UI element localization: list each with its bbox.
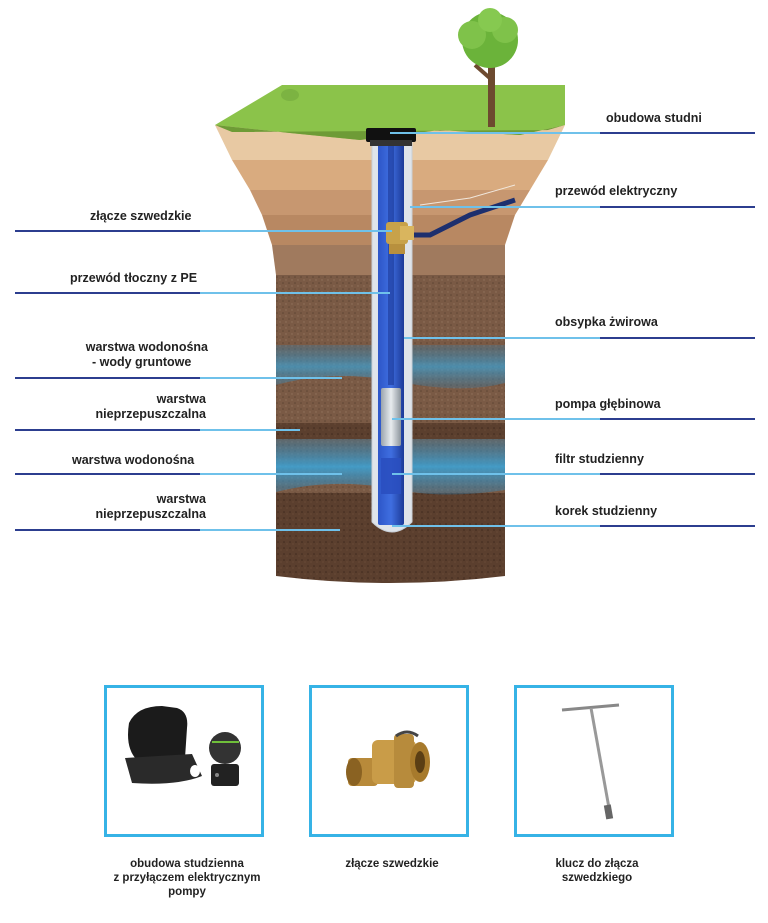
label-impermeable-2-line1: warstwa: [156, 492, 206, 506]
label-well-plug: korek studzienny: [555, 504, 658, 518]
product-box-swedish-connector: [309, 685, 469, 837]
caption-well-housing: obudowa studzienna z przyłączem elektryc…: [87, 857, 287, 899]
left-leader-lines: [15, 230, 392, 531]
product-box-connector-key: [514, 685, 674, 837]
well-housing-product-icon: [125, 706, 241, 786]
caption-well-housing-line1: obudowa studzienna: [130, 858, 244, 870]
right-leader-lines: [390, 132, 755, 527]
label-pe-pipe: przewód tłoczny z PE: [70, 271, 198, 285]
label-swedish-connector: złącze szwedzkie: [90, 209, 192, 223]
well-filter-part: [381, 458, 401, 494]
label-impermeable-1-line1: warstwa: [156, 392, 206, 406]
well-cross-section-diagram: [15, 8, 755, 583]
label-deep-pump: pompa głębinowa: [555, 397, 661, 411]
label-impermeable-2-line2: nieprzepuszczalna: [95, 507, 206, 521]
label-aquifer: warstwa wodonośna: [72, 453, 195, 467]
label-aquifer-groundwater: warstwa wodonośna - wody gruntowe: [70, 340, 208, 370]
product-box-well-housing: [104, 685, 264, 837]
caption-connector-key-line2: szwedzkiego: [561, 872, 633, 884]
label-electric-cable: przewód elektryczny: [555, 184, 678, 198]
well-housing-cap: [366, 128, 416, 146]
deep-well-pump: [381, 388, 401, 446]
connector-key-product-icon: [561, 703, 620, 820]
label-impermeable-layer-1: warstwa nieprzepuszczalna: [70, 392, 206, 422]
swedish-connector-product-icon: [346, 730, 430, 788]
bush-icon: [281, 89, 299, 101]
caption-connector-key-line1: klucz do złącza: [555, 858, 639, 870]
caption-well-housing-line2: z przyłączem elektrycznym: [113, 872, 261, 884]
label-impermeable-1-line2: nieprzepuszczalna: [95, 407, 206, 421]
tree-icon: [458, 8, 518, 127]
caption-well-housing-line3: pompy: [168, 886, 206, 898]
caption-swedish-connector: złącze szwedzkie: [292, 857, 492, 871]
caption-swedish-connector-line1: złącze szwedzkie: [345, 858, 439, 870]
label-well-housing: obudowa studni: [606, 111, 702, 125]
label-gravel-fill: obsypka żwirowa: [555, 315, 658, 329]
label-aquifer-groundwater-line2: - wody gruntowe: [92, 355, 192, 369]
label-impermeable-layer-2: warstwa nieprzepuszczalna: [70, 492, 206, 522]
swedish-connector-part: [386, 222, 414, 254]
caption-connector-key: klucz do złącza szwedzkiego: [497, 857, 697, 885]
label-well-filter: filtr studzienny: [555, 452, 644, 466]
label-aquifer-groundwater-line1: warstwa wodonośna: [85, 340, 208, 354]
